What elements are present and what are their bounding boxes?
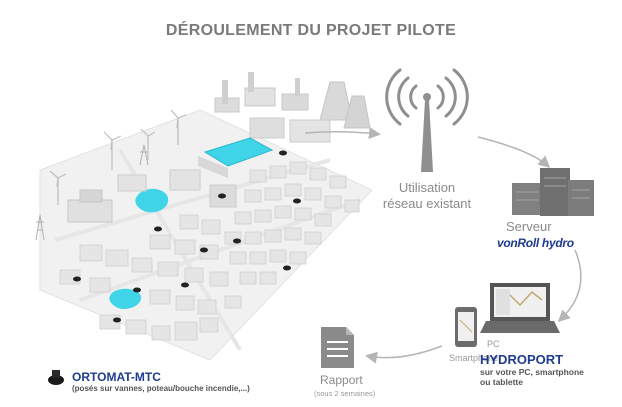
pc-label: PC	[487, 339, 500, 349]
ortomat-title: ORTOMAT-MTC	[72, 370, 161, 384]
sensor-icons	[73, 150, 301, 323]
smartphone-icon	[455, 307, 477, 347]
vonroll-hydro-logo: vonRoll hydro	[497, 236, 574, 250]
pc-icon	[480, 283, 560, 333]
report-document-icon	[321, 327, 354, 368]
flow-arrows	[304, 127, 582, 364]
page-title: DÉROULEMENT DU PROJET PILOTE	[165, 22, 457, 39]
ortomat-subtitle: (posés sur vannes, poteau/bouche incendi…	[72, 384, 250, 393]
ortomat-sensor-icon	[48, 370, 64, 385]
smartphone-label: Smartphone	[449, 353, 499, 363]
hydroport-subtitle-line2: ou tablette	[480, 377, 523, 387]
network-label-line1: Utilisation	[398, 180, 456, 195]
server-icon	[512, 168, 594, 216]
hydroport-subtitle: sur votre PC, smartphone ou tablette	[480, 367, 584, 387]
server-label: Serveur	[506, 219, 552, 234]
antenna-icon	[385, 68, 469, 172]
network-label: Utilisation réseau existant	[352, 180, 502, 212]
network-label-line2: réseau existant	[382, 196, 472, 211]
report-title: Rapport	[320, 373, 363, 387]
hydroport-subtitle-line1: sur votre PC, smartphone	[480, 367, 584, 377]
report-subtitle: (sous 2 semaines)	[314, 389, 376, 398]
hydroport-title: HYDROPORT	[480, 352, 564, 367]
city-illustration	[35, 72, 373, 361]
